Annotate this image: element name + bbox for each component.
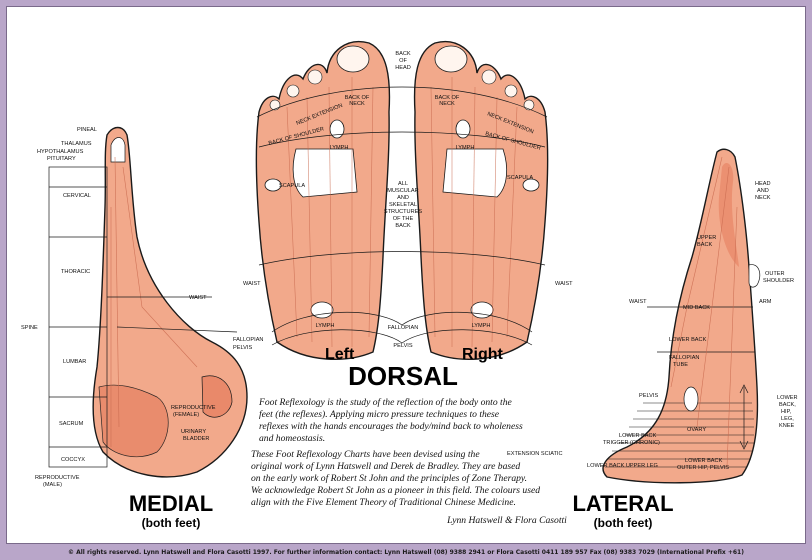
lateral-subtitle: (both feet) (594, 516, 653, 530)
label-head-and-neck-1: HEAD (755, 181, 771, 187)
label-lower-back-trigger-2: TRIGGER (CHRONIC) (603, 440, 660, 446)
dorsal-view (255, 41, 549, 360)
label-lower-back-hip-3: HIP, (781, 409, 792, 415)
label-lumbar: LUMBAR (63, 359, 86, 365)
spine-ruler (48, 166, 238, 468)
lateral-title: LATERAL (572, 491, 673, 516)
label-cervical: CERVICAL (63, 193, 91, 199)
label-reproductive-male-1: REPRODUCTIVE (35, 475, 80, 481)
label-back-of-neck-left-1: BACK OF (345, 95, 370, 101)
description-line-3: reflexes with the hands encourages the b… (259, 421, 523, 432)
label-lower-back-trigger-1: LOWER BACK (619, 433, 657, 439)
label-back-of-head-1: BACK (395, 51, 411, 57)
medial-view (48, 126, 248, 478)
description-line-1: Foot Reflexology is the study of the ref… (258, 397, 512, 408)
lateral-hatching (605, 402, 754, 468)
label-upper-back-2: BACK (697, 242, 713, 248)
label-lymph-right-top: LYMPH (456, 145, 475, 151)
description-line-9: align with the Five Element Theory of Tr… (251, 497, 516, 508)
dorsal-right-foot (413, 41, 549, 360)
label-head-and-neck-3: NECK (755, 195, 771, 201)
label-back-of-head-2: OF (399, 58, 407, 64)
label-lymph-left-bottom: LYMPH (316, 323, 335, 329)
medial-subtitle: (both feet) (142, 516, 201, 530)
label-fallopian-tube-1: FALLOPIAN (669, 355, 699, 361)
label-skeletal-7: BACK (395, 223, 411, 229)
label-thoracic: THORACIC (61, 269, 90, 275)
label-scapula-left: SCAPULA (279, 183, 305, 189)
label-lower-back: LOWER BACK (669, 337, 707, 343)
label-arm: ARM (759, 299, 772, 305)
label-waist-lateral: WAIST (629, 299, 647, 305)
label-fallopian-tube-2: TUBE (673, 362, 688, 368)
label-extension-sciatic: EXTENSION SCIATIC (507, 451, 563, 457)
label-reproductive-male-2: (MALE) (43, 482, 62, 488)
label-scapula-right: SCAPULA (507, 175, 533, 181)
label-reproductive-female-2: (FEMALE) (173, 412, 199, 418)
label-fallopian-dorsal: FALLOPIAN (388, 325, 418, 331)
label-urinary-bladder-1: URINARY (181, 429, 206, 435)
label-skeletal-2: MUSCULAR (387, 188, 418, 194)
description-line-4: and homeostasis. (259, 433, 325, 444)
label-lower-back-outer-hip-2: OUTER HIP, PELVIS (677, 465, 729, 471)
label-lower-back-upper-leg: LOWER BACK UPPER LEG (587, 463, 658, 469)
label-head-and-neck-2: AND (757, 188, 769, 194)
label-thalamus: THALAMUS (61, 141, 92, 147)
copyright-footer: © All rights reserved. Lynn Hatswell and… (68, 549, 744, 556)
label-waist-medial: WAIST (189, 295, 207, 301)
lateral-view (602, 148, 761, 484)
description-line-8: We acknowledge Robert St John as a pione… (251, 485, 540, 496)
label-fallopian-medial: FALLOPIAN (233, 337, 263, 343)
label-urinary-bladder-2: BLADDER (183, 436, 209, 442)
label-mid-back: MID BACK (683, 305, 710, 311)
label-pelvis-dorsal: PELVIS (393, 343, 412, 349)
dorsal-title: DORSAL (348, 361, 458, 391)
label-lower-back-outer-hip-1: LOWER BACK (685, 458, 723, 464)
dorsal-right-title: Right (462, 346, 504, 363)
label-lower-back-hip-4: LEG, (781, 416, 794, 422)
label-waist-right: WAIST (555, 281, 573, 287)
label-lymph-right-bottom: LYMPH (472, 323, 491, 329)
label-pineal: PINEAL (77, 127, 97, 133)
label-skeletal-3: AND (397, 195, 409, 201)
label-spine: SPINE (21, 325, 38, 331)
label-lower-back-hip-2: BACK, (779, 402, 796, 408)
label-upper-back-1: UPPER (697, 235, 716, 241)
label-reproductive-female-1: REPRODUCTIVE (171, 405, 216, 411)
description-line-7: on the early work of Robert St John and … (251, 473, 527, 484)
label-skeletal-6: OF THE (393, 216, 414, 222)
reflexology-illustration: Left Right DORSAL MEDIAL (both feet) LAT… (21, 41, 798, 530)
label-outer-shoulder-2: SHOULDER (763, 278, 794, 284)
authors: Lynn Hatswell & Flora Casotti (446, 515, 567, 526)
label-back-of-neck-right-2: NECK (439, 101, 455, 107)
label-back-of-head-3: HEAD (395, 65, 411, 71)
label-back-of-neck-left-2: NECK (349, 101, 365, 107)
label-pituitary: PITUITARY (47, 156, 76, 162)
label-lower-back-hip-1: LOWER (777, 395, 798, 401)
label-waist-left: WAIST (243, 281, 261, 287)
dorsal-left-foot (255, 41, 391, 360)
dorsal-guide-lines (256, 86, 548, 346)
label-pelvis-medial: PELVIS (233, 345, 252, 351)
label-coccyx: COCCYX (61, 457, 85, 463)
label-lymph-left-top: LYMPH (330, 145, 349, 151)
label-skeletal-1: ALL (398, 181, 408, 187)
description-line-5: These Foot Reflexology Charts have been … (251, 449, 480, 460)
description-line-6: original work of Lynn Hatswell and Derek… (251, 461, 520, 472)
label-hypothalamus: HYPOTHALAMUS (37, 149, 84, 155)
label-outer-shoulder-1: OUTER (765, 271, 785, 277)
description-line-2: feet (the reflexes). Applying micro pres… (259, 409, 500, 420)
label-ovary: OVARY (687, 427, 706, 433)
label-lower-back-hip-5: KNEE (779, 423, 795, 429)
label-back-of-neck-right-1: BACK OF (435, 95, 460, 101)
reflexology-chart-card: Left Right DORSAL MEDIAL (both feet) LAT… (6, 6, 806, 544)
description-block: Foot Reflexology is the study of the ref… (251, 397, 567, 526)
label-skeletal-5: STRUCTURES (384, 209, 422, 215)
label-sacrum: SACRUM (59, 421, 84, 427)
dorsal-left-title: Left (325, 346, 355, 363)
medial-title: MEDIAL (129, 491, 213, 516)
label-skeletal-4: SKELETAL (389, 202, 417, 208)
label-pelvis-lateral: PELVIS (639, 393, 658, 399)
